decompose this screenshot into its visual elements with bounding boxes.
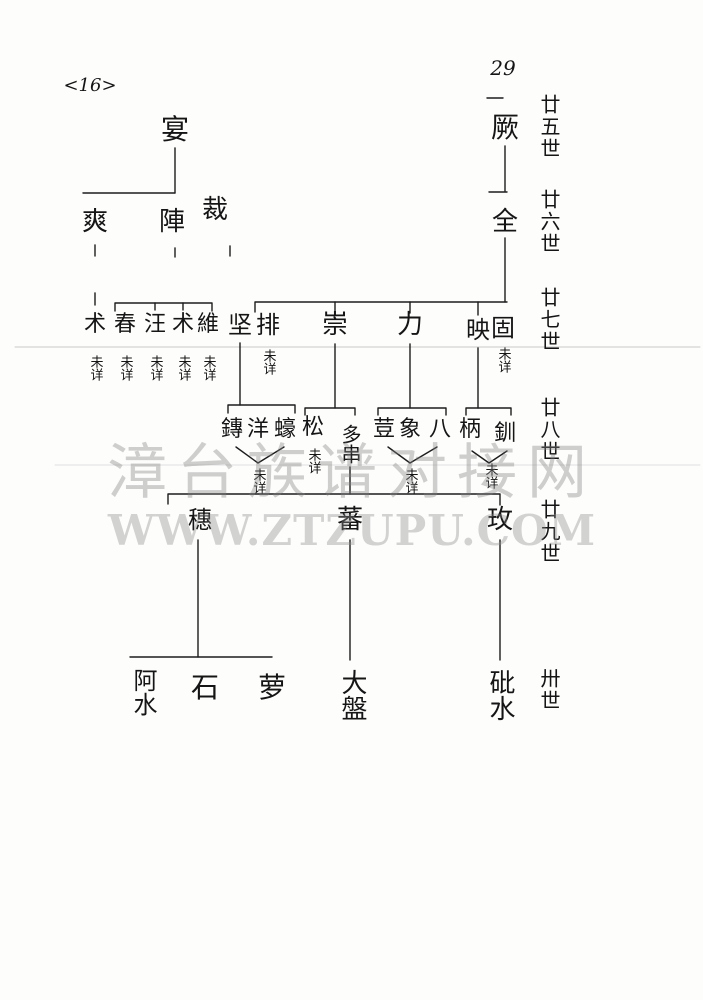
gen29-name: 玫: [486, 505, 514, 535]
gen27-name: 坚: [228, 311, 252, 339]
gen28-name: 松: [301, 415, 325, 440]
gen27-name: 固: [491, 314, 515, 342]
left-grandson-name: 春: [113, 312, 137, 337]
generation-label-26: 廿六世: [537, 189, 561, 255]
unknown-descendants-note: 未详: [147, 355, 163, 381]
connector-line: [114, 302, 213, 312]
left-root-name: 宴: [160, 113, 190, 146]
unknown-descendants-note: 未详: [117, 355, 133, 381]
connector-line: [235, 446, 285, 464]
connector-line: [167, 493, 501, 506]
generation-label-27: 廿七世: [537, 287, 561, 353]
gen29-name: 蕃: [336, 505, 364, 535]
unknown-descendants-note: 未详: [495, 347, 511, 373]
page-number: <16>: [63, 75, 117, 96]
connector-line: [465, 407, 512, 416]
left-grandson-name: 維: [196, 312, 220, 337]
gen27-name: 力: [396, 310, 424, 340]
gen30-name: 石: [190, 671, 220, 704]
unknown-descendants-note: 未详: [175, 355, 191, 381]
unknown-descendants-note: 未详: [482, 463, 498, 489]
generation-label-29: 廿九世: [537, 499, 561, 565]
gen30-name: 萝: [257, 671, 287, 704]
connector-line: [254, 301, 508, 313]
unknown-descendants-note: 未详: [305, 448, 321, 474]
unknown-descendants-note: 未详: [402, 468, 418, 494]
gen28-name: 釧: [493, 421, 517, 446]
watermark-site-name: 漳台族谱对接网: [107, 438, 597, 508]
watermark-url: WWW.ZTZUPU.COM: [107, 506, 597, 555]
connector-line: [377, 407, 447, 416]
gen27-name: 映: [466, 316, 490, 344]
gen28-name: 鏄: [220, 417, 244, 442]
left-son-name: 陣: [158, 207, 186, 237]
generation-label-30: 卅世: [537, 668, 561, 712]
unknown-descendants-note: 未详: [260, 349, 276, 375]
left-grandson-name: 汪: [143, 312, 167, 337]
gen28-name: 八: [428, 417, 452, 442]
unknown-descendants-note: 未详: [87, 355, 103, 381]
gen28-name: 象: [398, 417, 422, 442]
unknown-descendants-note: 未详: [250, 468, 266, 494]
gen28-name: 荳: [372, 417, 396, 442]
left-son-name: 爽: [81, 207, 109, 237]
connector-line: [304, 407, 356, 416]
unknown-descendants-note: 未详: [200, 355, 216, 381]
gen27-name: 崇: [321, 310, 349, 340]
gen28-name: 多串: [338, 424, 362, 464]
gen27-name: 排: [256, 311, 280, 339]
gen28-name: 蠔: [273, 417, 297, 442]
left-grandson-name: 术: [171, 312, 195, 337]
gen30-name: 砒水: [485, 669, 515, 721]
gen26-name: 全: [491, 207, 519, 237]
left-grandson-name: 术: [83, 312, 107, 337]
gen30-name: 大盤: [337, 669, 367, 721]
left-son-name: 裁: [201, 195, 229, 225]
connector-line: [227, 404, 296, 414]
generation-label-28: 廿八世: [537, 397, 561, 463]
gen29-name: 穗: [188, 506, 212, 534]
connector-line: [471, 450, 508, 464]
folio-number: 29: [490, 56, 516, 80]
generation-label-25: 廿五世: [537, 94, 561, 160]
gen25-name: 厥: [490, 111, 520, 144]
gen28-name: 柄: [458, 417, 482, 442]
gen30-name: 阿水: [129, 668, 157, 716]
connector-line: [387, 446, 438, 464]
gen28-name: 洋: [246, 417, 270, 442]
